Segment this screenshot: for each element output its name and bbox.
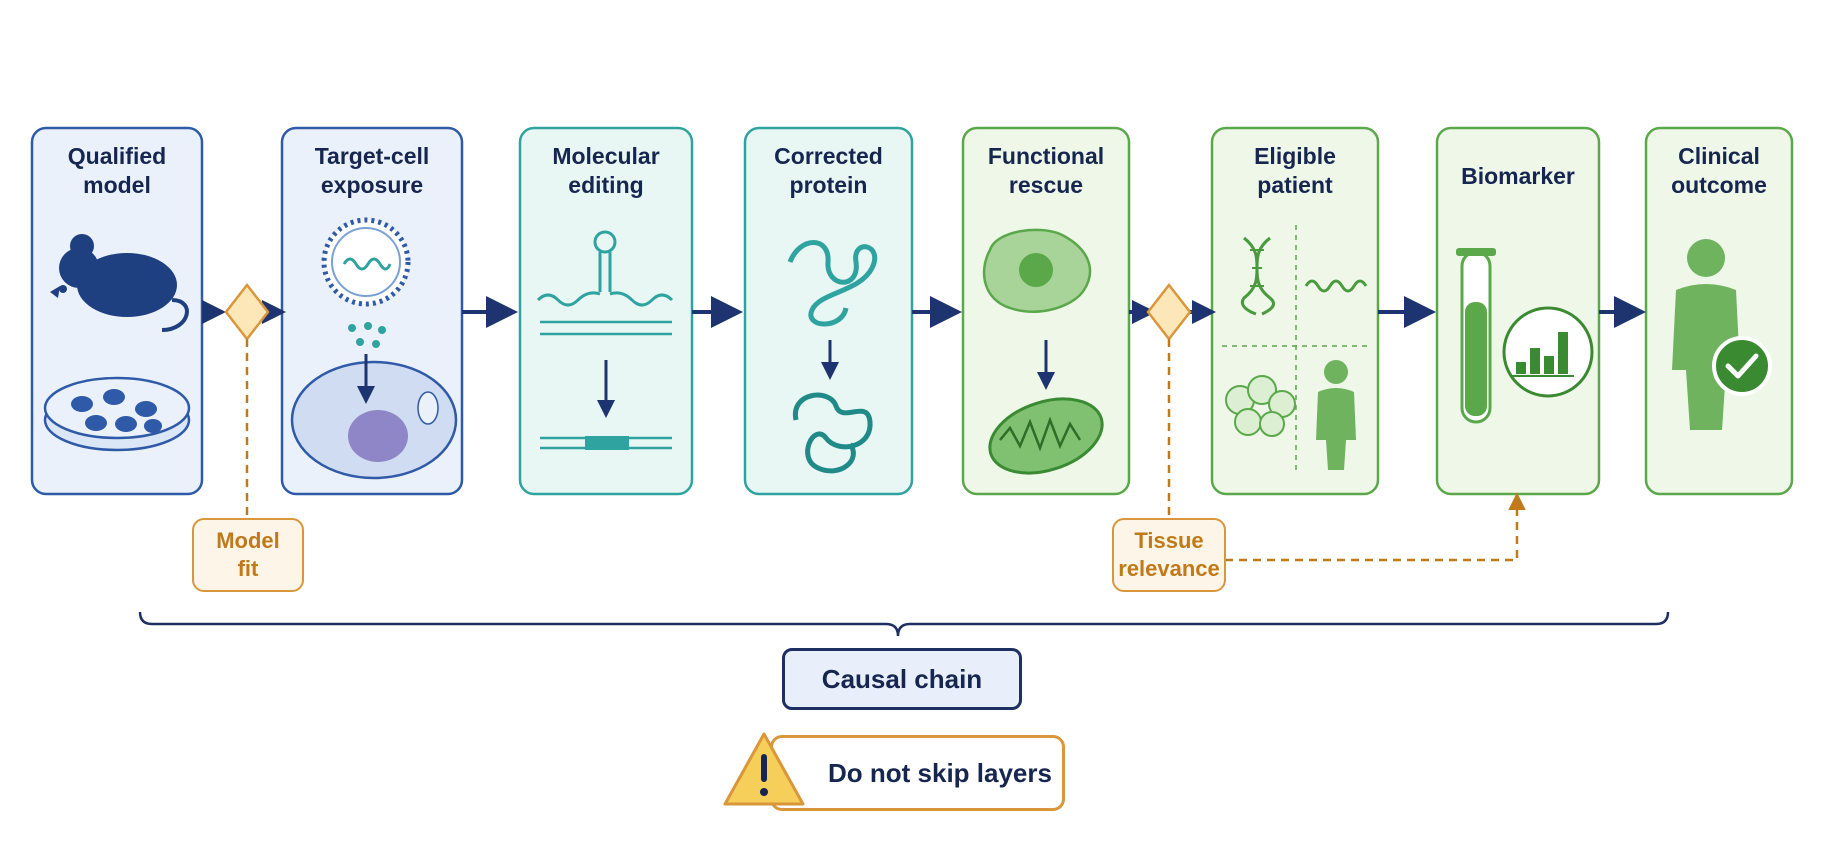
petri-dish-icon (43, 376, 191, 452)
cell-icon (290, 354, 458, 480)
checkmark-icon (1712, 336, 1772, 396)
model-fit-gate-diamond (224, 282, 270, 342)
tissue-to-biomarker-connector (1225, 492, 1526, 562)
test-tube-icon (1456, 248, 1496, 424)
person-icon (1672, 239, 1740, 430)
hairpin-rna-icon (536, 230, 674, 307)
mouse-icon (50, 234, 189, 332)
tissue-relevance-gate-diamond (1146, 282, 1192, 342)
warning-message: Do not skip layers (770, 735, 1065, 811)
mitochondrion-icon (988, 397, 1104, 475)
causal-chain-bracket (138, 611, 1670, 637)
tissue-icon (1225, 375, 1296, 437)
person-icon (1316, 360, 1356, 470)
dna-strand-icon (540, 320, 672, 450)
nanoparticle-icon (321, 217, 411, 348)
protein-coil-icon (787, 240, 878, 327)
stage-title-biomarker: Biomarker (1461, 163, 1575, 189)
cell-icon (982, 228, 1092, 313)
quadrant-dividers (1222, 225, 1372, 475)
gate-connectors (245, 339, 1526, 562)
folded-protein-icon (793, 392, 873, 474)
causal-chain-label: Causal chain (782, 648, 1022, 710)
bar-chart-icon (1502, 306, 1594, 398)
dna-helix-icon (1241, 236, 1275, 316)
rna-wave-icon (1304, 279, 1368, 293)
